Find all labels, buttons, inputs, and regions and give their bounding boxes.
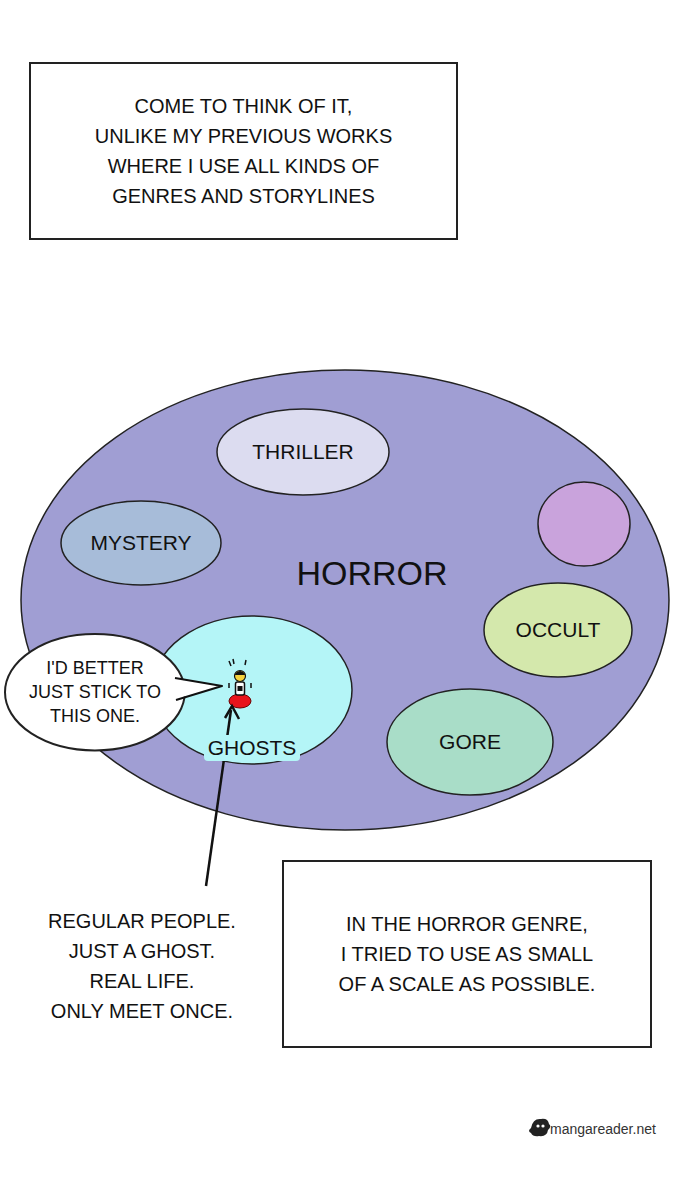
caption-box: COME TO THINK OF IT, UNLIKE MY PREVIOUS … <box>29 62 458 240</box>
genre-label: THRILLER <box>252 439 354 465</box>
genre-ellipse: GORE <box>386 688 554 796</box>
figure-body <box>236 682 245 695</box>
watermark: mangareader.net <box>550 1120 656 1138</box>
figure-base <box>229 694 251 708</box>
ellipse-shape <box>5 634 185 750</box>
genre-ellipse: THRILLER <box>216 408 390 496</box>
figure <box>229 659 251 708</box>
genre-ellipse: MYSTERY <box>60 500 222 586</box>
ellipse-shape <box>61 501 221 585</box>
ellipse-shape <box>21 370 669 830</box>
genre-label: HORROR <box>296 553 447 593</box>
box-shape <box>30 63 457 239</box>
ellipse-shape <box>217 409 389 495</box>
unlabeled-genre-ellipse <box>538 482 630 566</box>
label-holder: mangareader.net <box>550 1120 682 1138</box>
genre-label: GORE <box>439 729 501 755</box>
leader-arrow-head <box>225 706 239 719</box>
figure-hair <box>235 671 246 675</box>
ellipse-shape <box>387 689 553 795</box>
genre-label: GHOSTS <box>204 735 301 761</box>
watermark-logo-eye <box>536 1124 539 1127</box>
watermark-logo-eye <box>541 1124 544 1127</box>
speech-tail-fill <box>170 678 222 700</box>
box-text: IN THE HORROR GENRE, I TRIED TO USE AS S… <box>339 909 596 999</box>
box-outline <box>29 62 458 240</box>
figure-head <box>235 671 246 682</box>
leader-arrow-line <box>206 710 231 886</box>
genre-region: HORROR THRILLER MYSTERY OCCULT GHOSTS GORE <box>20 369 670 831</box>
genre-label: MYSTERY <box>90 530 191 556</box>
ellipse-shape <box>484 583 632 677</box>
watermark-logo <box>529 1119 550 1136</box>
tremble-marks <box>229 683 251 688</box>
speech-tail-outline <box>175 678 222 700</box>
genre-label: OCCULT <box>516 617 601 643</box>
box-text: COME TO THINK OF IT, UNLIKE MY PREVIOUS … <box>95 91 392 211</box>
speech-bubble: I'D BETTER JUST STICK TO THIS ONE. <box>4 633 186 751</box>
box-shape <box>283 861 651 1047</box>
speech-text: I'D BETTER JUST STICK TO THIS ONE. <box>29 656 161 728</box>
motion-marks <box>229 659 246 666</box>
label-holder: REGULAR PEOPLE. JUST A GHOST. REAL LIFE.… <box>0 906 284 1026</box>
note-box: IN THE HORROR GENRE, I TRIED TO USE AS S… <box>282 860 652 1048</box>
annotation-note: REGULAR PEOPLE. JUST A GHOST. REAL LIFE.… <box>48 906 236 1026</box>
figure-chest <box>238 686 243 691</box>
genre-ellipse: OCCULT <box>483 582 633 678</box>
